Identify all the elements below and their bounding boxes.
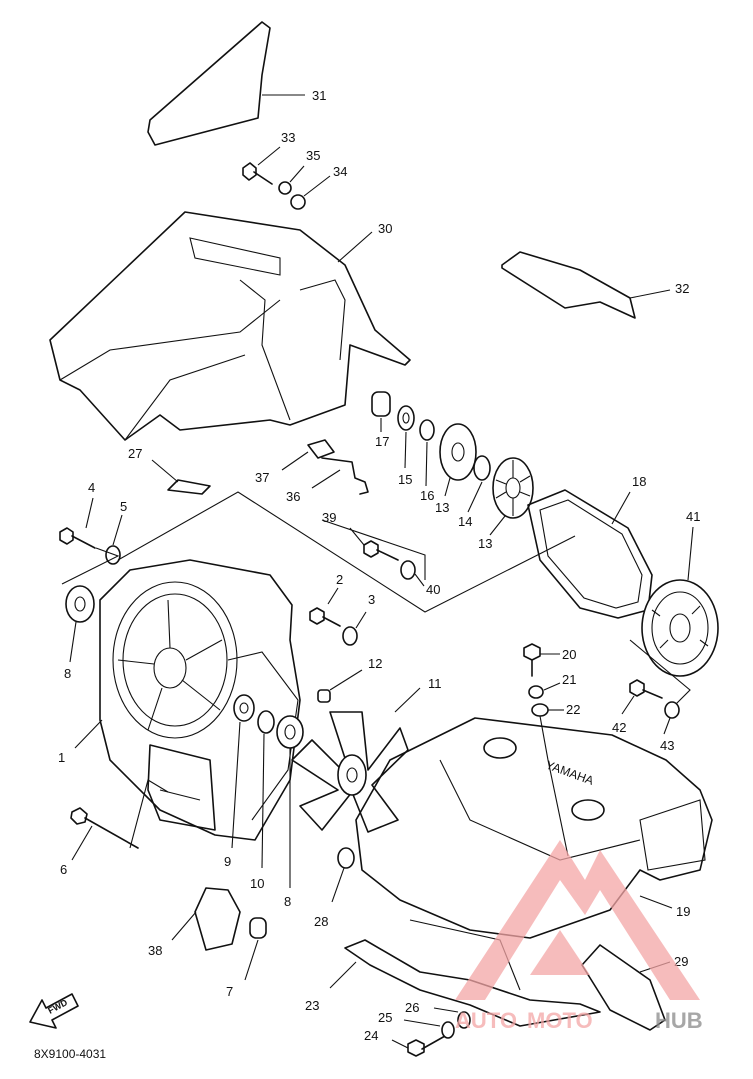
label-32: 32 [675, 281, 689, 296]
cover-38 [194, 887, 241, 951]
label-2: 2 [336, 572, 343, 587]
part-32-strip [501, 251, 636, 319]
bearing-9 [233, 694, 255, 722]
damper-37 [307, 439, 335, 459]
label-42: 42 [612, 720, 626, 735]
bolt-42 [629, 679, 663, 699]
washer-25 [441, 1021, 455, 1039]
label-6: 6 [60, 862, 67, 877]
label-20: 20 [562, 647, 576, 662]
pulley-half-13a [439, 423, 477, 481]
fwd-arrow-icon: FWD [29, 993, 79, 1029]
bolt-39 [363, 540, 399, 561]
label-21: 21 [562, 672, 576, 687]
label-1: 1 [58, 750, 65, 765]
label-38: 38 [148, 943, 162, 958]
washer-43 [664, 701, 680, 719]
label-3: 3 [368, 592, 375, 607]
bracket-36 [321, 457, 369, 495]
label-34: 34 [333, 164, 347, 179]
washer-40 [400, 560, 416, 580]
washer-10 [257, 710, 275, 734]
label-8-left: 8 [64, 666, 71, 681]
label-25: 25 [378, 1010, 392, 1025]
label-31: 31 [312, 88, 326, 103]
label-18: 18 [632, 474, 646, 489]
bolt-6 [70, 807, 139, 849]
label-19: 19 [676, 904, 690, 919]
label-43: 43 [660, 738, 674, 753]
label-27: 27 [128, 446, 142, 461]
watermark-text-hub: HUB [655, 1008, 703, 1033]
label-9: 9 [224, 854, 231, 869]
belt-18 [527, 489, 653, 619]
nut-34 [290, 194, 306, 210]
label-40: 40 [426, 582, 440, 597]
label-4: 4 [88, 480, 95, 495]
label-12: 12 [368, 656, 382, 671]
label-41: 41 [686, 509, 700, 524]
washer-15 [397, 405, 415, 431]
label-16: 16 [420, 488, 434, 503]
label-7: 7 [226, 984, 233, 999]
plate-27 [167, 479, 211, 495]
label-22: 22 [566, 702, 580, 717]
bolt-20 [523, 643, 541, 677]
washer-22 [531, 703, 549, 717]
nut-3 [342, 626, 358, 646]
label-23: 23 [305, 998, 319, 1013]
washer-21 [528, 685, 544, 699]
part-30-shroud [49, 211, 411, 441]
watermark-text-moto: MOTO [527, 1008, 593, 1033]
watermark-logo: AUTO MOTO HUB [455, 840, 703, 1033]
label-13a: 13 [435, 500, 449, 515]
collar-17 [371, 391, 391, 417]
label-33: 33 [281, 130, 295, 145]
part-12 [317, 689, 331, 703]
label-15: 15 [398, 472, 412, 487]
fan-housing-1 [99, 559, 301, 841]
label-8-right: 8 [284, 894, 291, 909]
label-29: 29 [674, 954, 688, 969]
label-37: 37 [255, 470, 269, 485]
label-28: 28 [314, 914, 328, 929]
part-31-plate [147, 21, 271, 146]
label-13b: 13 [478, 536, 492, 551]
bolt-24 [407, 1035, 446, 1057]
label-30: 30 [378, 221, 392, 236]
label-14: 14 [458, 514, 472, 529]
grommet-28 [337, 847, 355, 869]
label-10: 10 [250, 876, 264, 891]
washer-26 [457, 1011, 471, 1029]
drawing-code: 8X9100-4031 [34, 1047, 106, 1061]
bolt-33 [242, 162, 273, 185]
label-5: 5 [120, 499, 127, 514]
label-26: 26 [405, 1000, 419, 1015]
label-11: 11 [428, 676, 442, 691]
collar-7 [249, 917, 267, 939]
seal-8-left [65, 585, 95, 623]
cover-emblem: YAMAHA [544, 758, 596, 788]
spacer-16 [419, 419, 435, 441]
label-36: 36 [286, 489, 300, 504]
washer-5 [105, 545, 121, 565]
bolt-4 [59, 527, 96, 549]
washer-35 [278, 181, 292, 195]
seal-8-right [276, 715, 304, 749]
label-17: 17 [375, 434, 389, 449]
housing-lower-bracket [147, 744, 216, 831]
washer-14 [473, 455, 491, 481]
pulley-half-13b [492, 457, 534, 519]
label-35: 35 [306, 148, 320, 163]
watermark-text-auto: AUTO [455, 1008, 517, 1033]
part-29 [581, 944, 666, 1031]
fan-11 [291, 711, 409, 833]
label-24: 24 [364, 1028, 378, 1043]
pulley-41 [641, 579, 719, 677]
bolt-2 [309, 607, 341, 627]
